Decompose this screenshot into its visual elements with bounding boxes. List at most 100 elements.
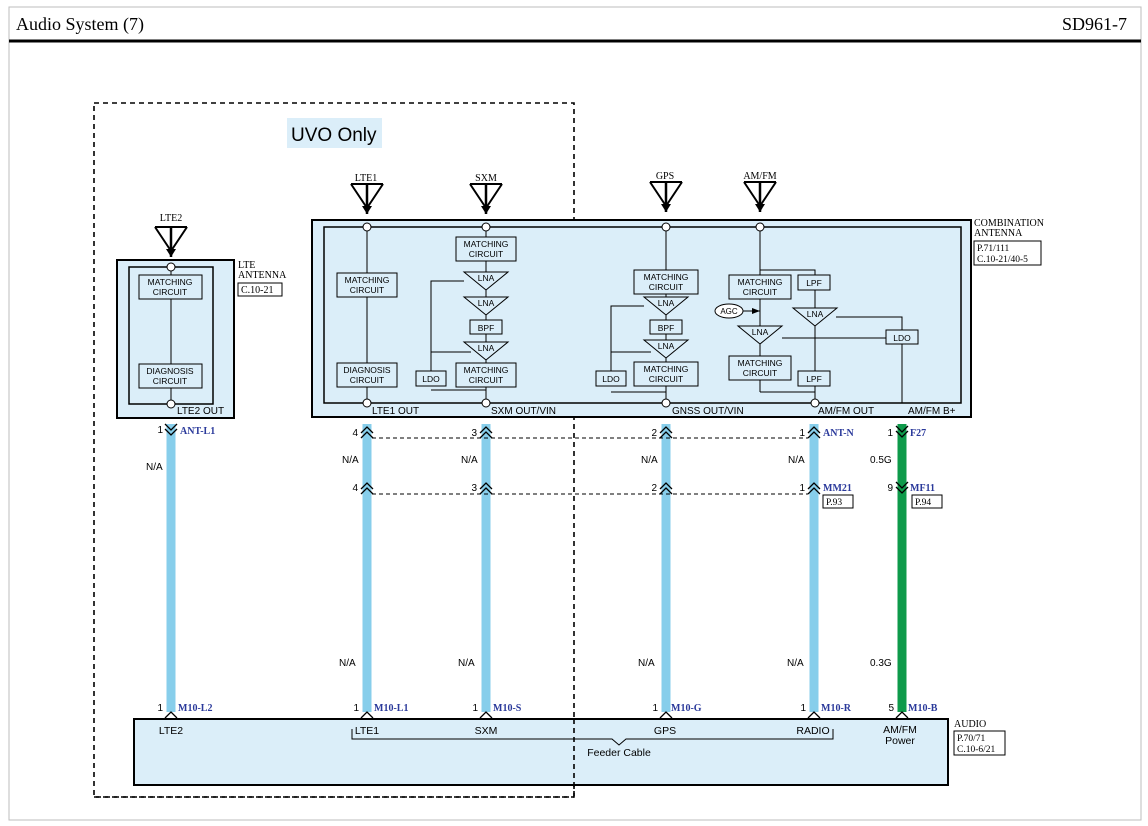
feeder-cable-bracket — [351, 729, 834, 746]
audio-input-gps: GPS — [654, 725, 676, 737]
gps-lna1-label: LNA — [658, 298, 675, 308]
amfm-lpf-2 — [797, 370, 831, 387]
sxm-ldo — [415, 370, 447, 387]
amfm-lpf2-label: LPF — [806, 374, 822, 384]
sxm-lna-1 — [462, 271, 510, 291]
amfm-lpf1-label: LPF — [806, 278, 822, 288]
ant-n-pin-3: 3 — [471, 428, 477, 439]
amfm-out-label: AM/FM OUT — [818, 406, 874, 417]
gps-bpf-label: BPF — [658, 323, 675, 333]
uvo-only-label: UVO Only — [291, 125, 377, 146]
gps-matching2-line2: CIRCUIT — [649, 374, 683, 384]
wire-power-gauge-upper: 0.5G — [870, 455, 892, 466]
gps-antenna-icon — [648, 180, 684, 214]
sxm-matching2-line2: CIRCUIT — [469, 375, 503, 385]
m10-r-connector: M10-R — [821, 703, 852, 714]
m10-l1-pin-icon — [360, 711, 374, 719]
sxm-lna-2 — [462, 296, 510, 316]
mm21-ref-box — [822, 494, 854, 509]
ant-n-connector: ANT-N — [823, 428, 855, 439]
amfm-lna1-label: LNA — [752, 327, 769, 337]
m10-b-pin: 5 — [888, 703, 894, 714]
lte1-matching-line2: CIRCUIT — [350, 285, 384, 295]
sxm-lna-3 — [462, 341, 510, 361]
gps-matching-circuit-1 — [633, 269, 699, 295]
combination-antenna-title-1: COMBINATION — [974, 218, 1044, 229]
gps-lna-1 — [642, 296, 690, 316]
amfm-matching-circuit-1 — [728, 274, 792, 300]
wire-radio-na-lower: N/A — [787, 658, 804, 669]
lte1-diagnosis-line2: CIRCUIT — [350, 375, 384, 385]
amfm-matching-circuit-2 — [728, 355, 792, 381]
mf11-ref-box — [911, 494, 943, 509]
gps-ldo — [595, 370, 627, 387]
uvo-only-region — [93, 102, 575, 798]
mf11-connector: MF11 — [910, 483, 935, 494]
m10-s-connector: M10-S — [493, 703, 522, 714]
audio-ref-box — [953, 730, 1006, 756]
m10-b-connector: M10-B — [908, 703, 938, 714]
wire-sxm-na-upper: N/A — [461, 455, 478, 466]
lte2-matching-line1: MATCHING — [148, 277, 193, 287]
sxm-bpf-label: BPF — [478, 323, 495, 333]
amfm-ldo-label: LDO — [893, 333, 911, 343]
m10-l2-pin: 1 — [157, 703, 163, 714]
lte1-diagnosis-circuit — [336, 362, 398, 388]
m10-l1-connector: M10-L1 — [374, 703, 408, 714]
wire-lte1-na-upper: N/A — [342, 455, 359, 466]
gps-matching-circuit-2 — [633, 361, 699, 387]
lte1-out-node — [362, 398, 372, 408]
gps-ldo-label: LDO — [602, 374, 620, 384]
amfm-agc — [714, 303, 744, 319]
f27-pin: 1 — [887, 428, 893, 439]
lte2-out-label: LTE2 OUT — [177, 406, 224, 417]
m10-s-pin-icon — [479, 711, 493, 719]
amfm-lpf-1 — [797, 274, 831, 291]
wire-lte1-na-lower: N/A — [339, 658, 356, 669]
m10-r-pin: 1 — [800, 703, 806, 714]
audio-ref-1: P.70/71 — [957, 734, 985, 744]
lte2-node — [166, 262, 176, 272]
amfm-matching1-line2: CIRCUIT — [743, 287, 777, 297]
m10-s-pin: 1 — [472, 703, 478, 714]
m10-r-pin-icon — [807, 711, 821, 719]
gps-matching1-line1: MATCHING — [644, 272, 689, 282]
m10-b-pin-icon — [895, 711, 909, 719]
m10-g-connector: M10-G — [671, 703, 702, 714]
combination-antenna-title-2: ANTENNA — [974, 228, 1023, 239]
gnss-out-node — [661, 398, 671, 408]
amfm-lna-2 — [791, 307, 839, 327]
wire-lte2-na-upper: N/A — [146, 462, 163, 473]
amfm-matching2-line1: MATCHING — [738, 358, 783, 368]
sxm-antenna-label: SXM — [475, 173, 497, 184]
lte1-matching-line1: MATCHING — [345, 275, 390, 285]
audio-input-lte1: LTE1 — [355, 725, 379, 737]
audio-input-radio: RADIO — [796, 725, 829, 737]
wire-power-gauge-lower: 0.3G — [870, 658, 892, 669]
wire-radio-na-upper: N/A — [788, 455, 805, 466]
sxm-matching-circuit-1 — [455, 236, 517, 262]
page-code: SD961-7 — [1062, 14, 1127, 34]
m10-l2-connector: M10-L2 — [178, 703, 212, 714]
mm21-connector: MM21 — [823, 483, 852, 494]
feeder-cable-label: Feeder Cable — [587, 747, 651, 759]
gps-lna2-label: LNA — [658, 341, 675, 351]
wires — [166, 424, 907, 712]
audio-title: AUDIO — [954, 719, 986, 730]
mm21-pin-1: 1 — [799, 483, 805, 494]
ant-n-pin-4: 4 — [352, 428, 358, 439]
lte-antenna-title-2: ANTENNA — [238, 270, 287, 281]
lte2-antenna-label: LTE2 — [160, 213, 182, 224]
amfm-lna2-label: LNA — [807, 309, 824, 319]
f27-connector: F27 — [910, 428, 926, 439]
lte-antenna-ref: C.10-21 — [241, 285, 274, 296]
audio-power-line2: Power — [885, 735, 915, 747]
amfm-ldo — [885, 329, 919, 345]
lte2-matching-circuit — [138, 274, 203, 300]
m10-l2-pin-icon — [164, 711, 178, 719]
amfm-bplus-label: AM/FM B+ — [908, 406, 956, 417]
wire-sxm-na-lower: N/A — [458, 658, 475, 669]
gps-matching1-line2: CIRCUIT — [649, 282, 683, 292]
lte1-diagnosis-line1: DIAGNOSIS — [343, 365, 391, 375]
audio-unit-box — [133, 718, 949, 786]
